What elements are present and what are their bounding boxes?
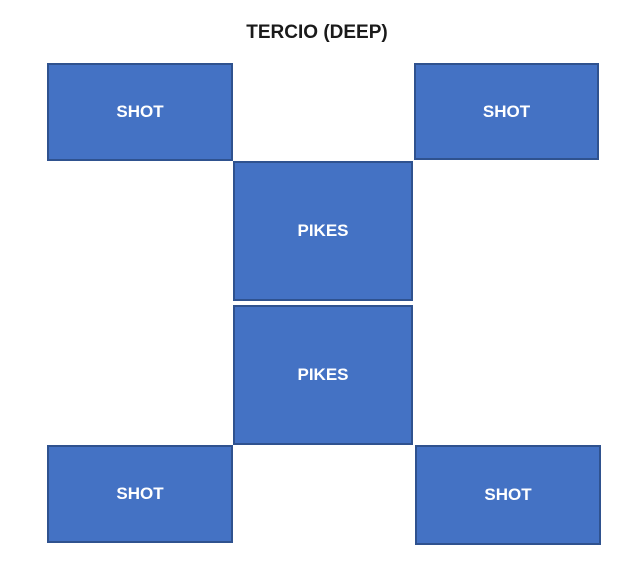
shot-box-top-left: SHOT: [47, 63, 233, 161]
shot-box-bottom-left: SHOT: [47, 445, 233, 543]
shot-box-bottom-right: SHOT: [415, 445, 601, 545]
shot-box-bottom-right-label: SHOT: [484, 485, 532, 504]
pikes-box-upper: PIKES: [233, 161, 413, 301]
shot-box-top-left-label: SHOT: [116, 102, 164, 121]
shot-box-bottom-left-label: SHOT: [116, 484, 164, 503]
diagram-title: TERCIO (DEEP): [246, 22, 388, 43]
shot-box-top-right-label: SHOT: [482, 101, 531, 121]
pikes-box-lower: PIKES: [233, 305, 413, 445]
pikes-box-lower-label: PIKES: [297, 365, 349, 384]
shot-box-top-right: SHOT: [414, 63, 599, 160]
pikes-box-upper-label: PIKES: [297, 221, 349, 240]
